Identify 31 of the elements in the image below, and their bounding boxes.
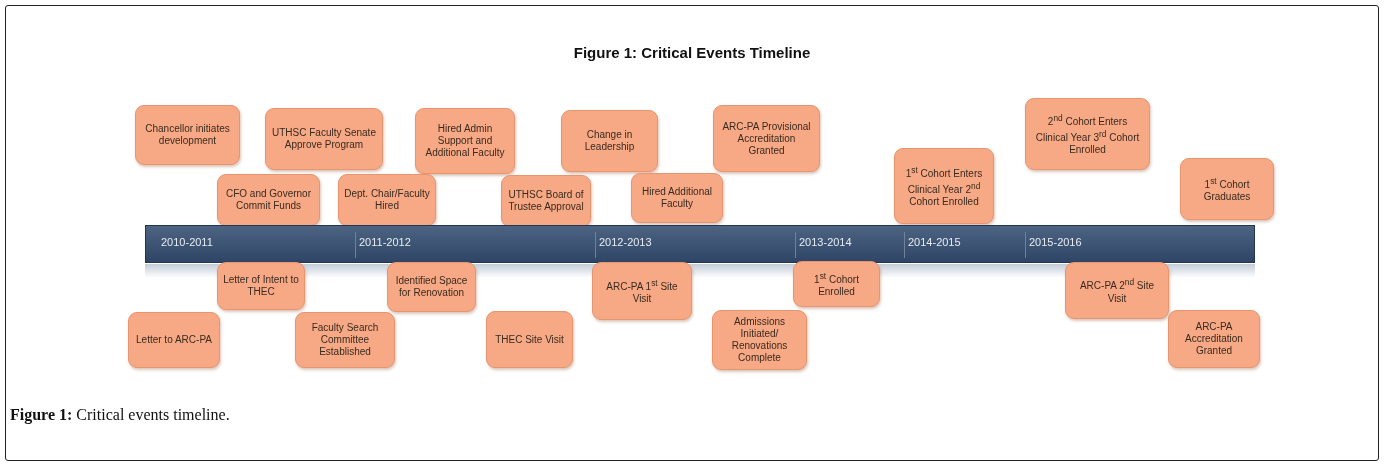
figure-title: Figure 1: Critical Events Timeline bbox=[573, 44, 811, 61]
event-box: 2$^{nd}$ Cohort Enters Clinical Year 3$^{rd}$ Cohort Enrolled bbox=[1025, 98, 1150, 170]
event-box: Admissions Initiated/ Renovations Complete bbox=[712, 310, 807, 370]
event-box: Hired Admin Support and Additional Faculty bbox=[415, 108, 515, 174]
event-box: THEC Site Visit bbox=[486, 311, 573, 368]
event-box: CFO and Governor Commit Funds bbox=[217, 174, 320, 226]
event-box: 1$^{st}$ Cohort Graduates bbox=[1180, 158, 1274, 220]
timeline-band bbox=[145, 225, 1255, 263]
event-box: 1$^{st}$ Cohort Enters Clinical Year 2$^{nd}$ Cohort Enrolled bbox=[894, 148, 994, 224]
event-box: Identified Space for Renovation bbox=[387, 262, 476, 312]
event-box: ARC-PA Provisional Accreditation Granted bbox=[713, 105, 820, 172]
event-box: 1$^{st}$ Cohort Enrolled bbox=[793, 261, 880, 307]
event-box: ARC-PA 1$^{st}$ Site Visit bbox=[592, 262, 692, 320]
figure-caption: Figure 1: Critical events timeline. bbox=[10, 406, 230, 424]
year-label: 2014-2015 bbox=[908, 236, 961, 248]
event-box: ARC-PA Accreditation Granted bbox=[1168, 310, 1260, 368]
event-box: Hired Additional Faculty bbox=[631, 173, 723, 223]
event-box: UTHSC Faculty Senate Approve Program bbox=[265, 108, 383, 170]
year-label: 2010-2011 bbox=[161, 236, 213, 248]
event-box: Faculty Search Committee Established bbox=[295, 312, 395, 368]
year-label: 2015-2016 bbox=[1029, 236, 1082, 248]
year-label: 2012-2013 bbox=[599, 236, 652, 248]
event-box: Dept. Chair/Faculty Hired bbox=[338, 174, 436, 226]
event-box: Change in Leadership bbox=[561, 110, 658, 172]
event-box: ARC-PA 2$^{nd}$ Site Visit bbox=[1065, 262, 1169, 319]
year-label: 2011-2012 bbox=[359, 236, 411, 248]
event-box: Letter of Intent to THEC bbox=[217, 262, 305, 310]
event-box: Letter to ARC-PA bbox=[128, 312, 220, 368]
event-box: UTHSC Board of Trustee Approval bbox=[501, 175, 591, 227]
year-label: 2013-2014 bbox=[799, 236, 852, 248]
event-box: Chancellor initiates development bbox=[135, 105, 240, 165]
